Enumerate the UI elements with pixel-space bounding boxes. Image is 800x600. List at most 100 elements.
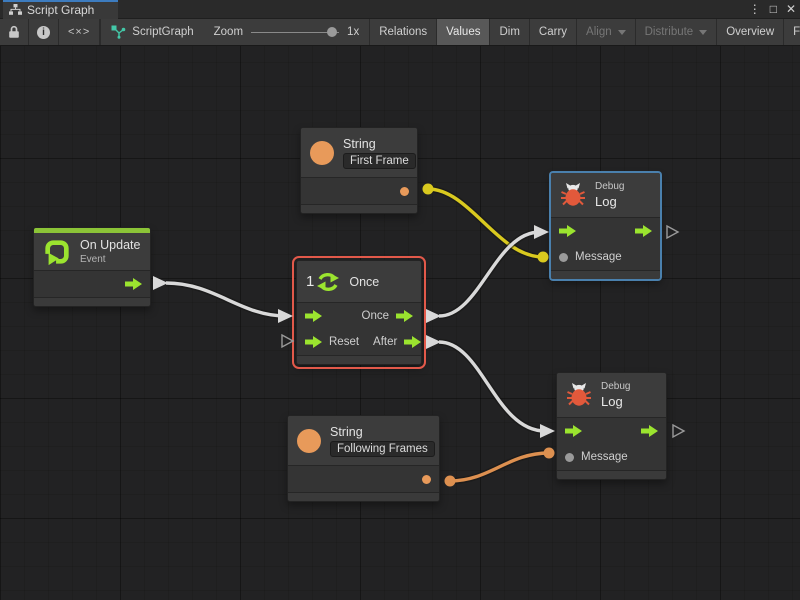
- node-title: Once: [349, 274, 380, 289]
- node-string-following-frames[interactable]: String Following Frames: [287, 415, 440, 502]
- hierarchy-icon: [9, 4, 22, 15]
- control-input-port-icon[interactable]: [305, 310, 322, 322]
- message-input-port[interactable]: [565, 452, 574, 462]
- toolbar-button-fullscreen[interactable]: Full Screen: [784, 19, 800, 45]
- zoom-slider[interactable]: [251, 26, 340, 38]
- overview-label: Overview: [726, 26, 775, 38]
- debug-top-out-unconnected-marker[interactable]: [666, 224, 680, 240]
- string-output-port[interactable]: [400, 186, 409, 196]
- tab-bar: Script Graph ⋮ □ ✕: [0, 0, 800, 19]
- node-title: Log: [601, 394, 623, 409]
- message-label: Message: [575, 251, 622, 263]
- node-on-update[interactable]: On Update Event: [33, 227, 151, 307]
- chevron-down-icon: [617, 30, 626, 35]
- zoom-value: 1x: [347, 26, 360, 38]
- node-footer: [34, 297, 150, 306]
- window-controls: ⋮ □ ✕: [749, 0, 796, 19]
- inspect-button[interactable]: i: [29, 19, 59, 45]
- dim-label: Dim: [499, 26, 520, 38]
- edit-code-button[interactable]: <×>: [59, 19, 101, 45]
- node-title: String: [330, 424, 363, 439]
- toolbar-button-values[interactable]: Values: [437, 19, 491, 45]
- window-close-icon[interactable]: ✕: [785, 2, 796, 16]
- string-value-field[interactable]: First Frame: [343, 152, 416, 169]
- toolbar-button-dim[interactable]: Dim: [490, 19, 530, 45]
- once-cycle-icon: [317, 272, 340, 291]
- lock-icon: [9, 25, 19, 38]
- message-input-port[interactable]: [559, 252, 568, 262]
- node-footer: [551, 270, 660, 279]
- once-icon-number: 1: [306, 273, 315, 290]
- carry-label: Carry: [538, 26, 568, 38]
- node-footer: [297, 355, 421, 364]
- control-output-port-icon[interactable]: [635, 225, 652, 237]
- string-output-port[interactable]: [422, 474, 431, 484]
- debug-bug-icon: [561, 183, 585, 206]
- control-input-port-icon[interactable]: [565, 425, 582, 437]
- node-once[interactable]: 1 Once Once: [292, 256, 426, 369]
- control-output-port-icon[interactable]: [125, 278, 142, 290]
- message-label: Message: [581, 451, 628, 463]
- wire-once-to-debug-bottom[interactable]: [438, 340, 546, 433]
- lock-button[interactable]: [0, 19, 29, 45]
- zoom-slider-handle[interactable]: [327, 27, 338, 37]
- toolbar-button-carry[interactable]: Carry: [530, 19, 578, 45]
- control-output-port-icon[interactable]: [396, 310, 413, 322]
- code-icon: <×>: [68, 26, 91, 38]
- tab-script-graph[interactable]: Script Graph: [3, 0, 118, 19]
- node-title: String: [343, 136, 376, 151]
- relations-label: Relations: [379, 26, 428, 38]
- after-output-port-icon[interactable]: [404, 336, 422, 348]
- node-footer: [301, 204, 417, 213]
- zoom-control: Zoom 1x: [204, 19, 370, 45]
- active-tab-accent: [3, 0, 118, 2]
- graph-canvas[interactable]: String First Frame On Update: [0, 46, 800, 600]
- node-debug-log-top[interactable]: Debug Log Message: [550, 172, 661, 280]
- wire-string-to-debug-top[interactable]: [427, 187, 544, 259]
- once-reset-unconnected-marker[interactable]: [281, 333, 295, 349]
- script-graph-icon: [111, 25, 126, 39]
- tab-title: Script Graph: [27, 2, 95, 17]
- window-maximize-icon[interactable]: □: [769, 2, 777, 16]
- wire-onupdate-to-once[interactable]: [165, 281, 287, 318]
- fullscreen-label: Full Screen: [793, 26, 800, 38]
- window-menu-icon[interactable]: ⋮: [748, 2, 761, 16]
- toolbar-button-relations[interactable]: Relations: [369, 19, 438, 45]
- toolbar-button-align[interactable]: Align: [577, 19, 636, 45]
- control-input-port-icon[interactable]: [559, 225, 576, 237]
- reset-input-port-icon[interactable]: [305, 336, 322, 348]
- node-kind-label: Debug: [601, 381, 631, 392]
- toolbar-button-distribute[interactable]: Distribute: [636, 19, 718, 45]
- chevron-down-icon: [699, 30, 708, 35]
- string-literal-icon: [310, 140, 334, 165]
- align-label: Align: [586, 26, 612, 38]
- loop-event-icon: [43, 239, 69, 266]
- node-footer: [557, 470, 666, 479]
- zoom-label: Zoom: [213, 26, 244, 38]
- node-debug-log-bottom[interactable]: Debug Log Message: [556, 372, 667, 480]
- node-string-first-frame[interactable]: String First Frame: [300, 127, 418, 214]
- wire-string-to-debug-bottom[interactable]: [449, 451, 550, 483]
- toolbar-button-overview[interactable]: Overview: [717, 19, 785, 45]
- distribute-label: Distribute: [644, 26, 694, 38]
- control-output-port-icon[interactable]: [641, 425, 658, 437]
- node-subtitle: Event: [80, 254, 106, 265]
- reset-label: Reset: [329, 336, 360, 348]
- info-icon: i: [37, 25, 50, 39]
- string-value-field[interactable]: Following Frames: [330, 440, 435, 457]
- event-accent-strip: [34, 228, 150, 233]
- wire-once-to-debug-top[interactable]: [438, 230, 541, 318]
- once-output-label: Once: [361, 310, 390, 322]
- node-kind-label: Debug: [595, 181, 625, 192]
- node-footer: [288, 492, 439, 501]
- zoom-slider-track: [251, 31, 340, 33]
- debug-bug-icon: [567, 383, 591, 406]
- after-label: After: [373, 336, 398, 348]
- graph-reference-button[interactable]: ScriptGraph: [100, 19, 203, 45]
- string-literal-icon: [297, 428, 321, 453]
- node-title: Log: [595, 194, 617, 209]
- toolbar: i <×> ScriptGraph Zoom 1x Relations: [0, 19, 800, 46]
- graph-name-label: ScriptGraph: [132, 26, 194, 38]
- debug-bottom-out-unconnected-marker[interactable]: [672, 423, 686, 439]
